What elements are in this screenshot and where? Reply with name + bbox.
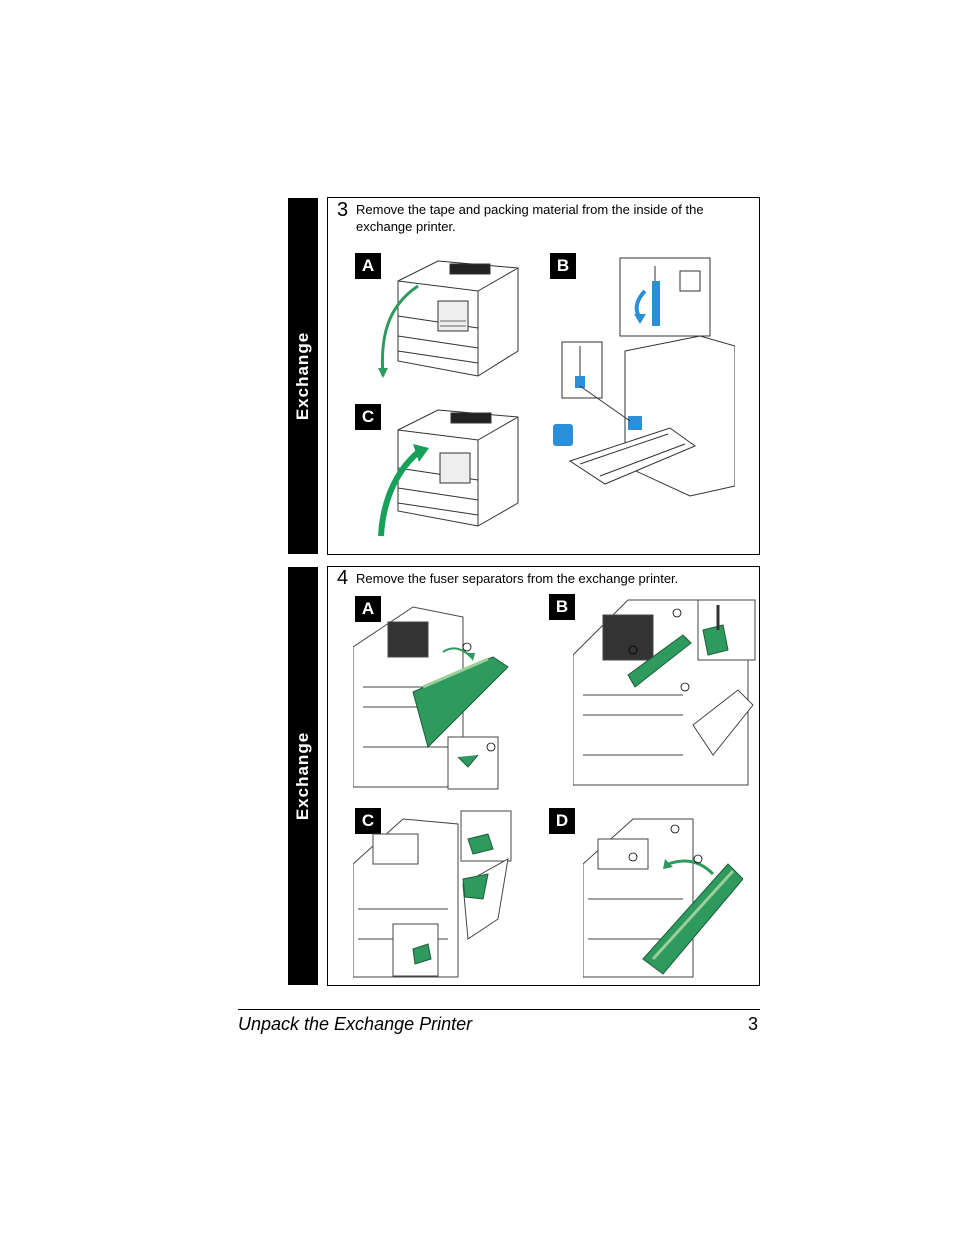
fuser-separator-c-illustration: [353, 810, 512, 978]
printer-open-door-illustration: [378, 260, 519, 378]
step4-panel: 4 Remove the fuser separators from the e…: [327, 566, 760, 986]
fuser-separator-b-illustration: [573, 599, 756, 786]
fuser-separator-a-illustration: [353, 606, 509, 790]
panel-label-c: C: [355, 808, 381, 834]
section-label: Exchange: [293, 731, 312, 821]
step-instruction: Remove the tape and packing material fro…: [356, 202, 704, 234]
panel-label-b: B: [550, 253, 576, 279]
page-number: 3: [748, 1014, 759, 1034]
step3-panel: 3 Remove the tape and packing material f…: [327, 197, 760, 555]
footer-title: Unpack the Exchange Printer: [238, 1014, 473, 1034]
section-tab-step3: Exchange: [288, 198, 318, 554]
tape-removal-detail-illustration: [553, 257, 735, 497]
step-instruction: Remove the fuser separators from the exc…: [356, 571, 679, 586]
panel-label-d: D: [549, 808, 575, 834]
panel-label-b: B: [549, 594, 575, 620]
section-label: Exchange: [293, 331, 312, 421]
panel-label-a: A: [355, 253, 381, 279]
step-number: 4: [337, 567, 349, 589]
step-number: 3: [337, 199, 349, 221]
section-tab-step4: Exchange: [288, 567, 318, 985]
printer-close-door-illustration: [378, 409, 519, 537]
panel-label-c: C: [355, 404, 381, 430]
fuser-separator-d-illustration: [583, 818, 743, 978]
footer-divider: [238, 1009, 760, 1010]
panel-label-a: A: [355, 596, 381, 622]
